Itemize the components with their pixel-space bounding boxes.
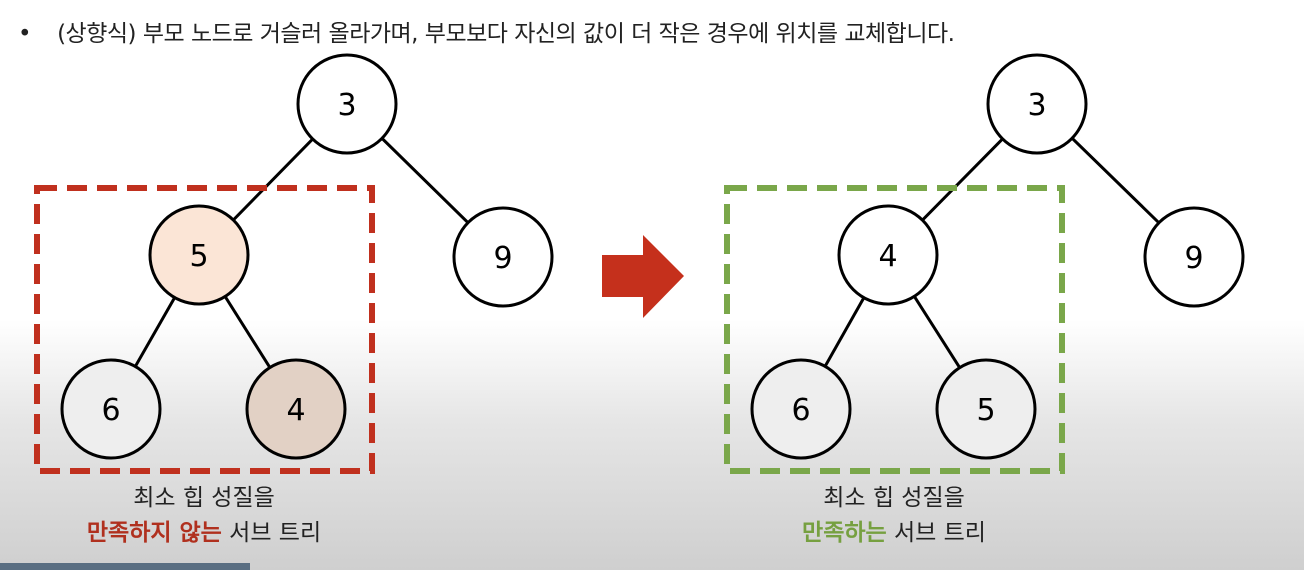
- svg-text:5: 5: [976, 393, 995, 428]
- right-caption: 최소 힙 성질을 만족하는 서브 트리: [802, 485, 986, 546]
- green-dashed-subtree-box: [724, 185, 1065, 474]
- svg-text:9: 9: [1184, 241, 1203, 276]
- red-dashed-subtree-box: [34, 185, 375, 474]
- svg-text:5: 5: [189, 239, 208, 274]
- left-node-root: 3: [296, 53, 398, 155]
- video-progress-bar[interactable]: [0, 563, 250, 570]
- svg-text:6: 6: [791, 393, 810, 428]
- left-node-6: 6: [60, 358, 162, 460]
- left-caption: 최소 힙 성질을 만족하지 않는 서브 트리: [86, 485, 322, 546]
- bullet-text: •(상향식) 부모 노드로 거슬러 올라가며, 부모보다 자신의 값이 더 작은…: [18, 21, 955, 47]
- svg-text:3: 3: [337, 88, 356, 123]
- right-node-5: 5: [935, 358, 1037, 460]
- right-node-6: 6: [750, 358, 852, 460]
- svg-text:4: 4: [878, 239, 897, 274]
- left-node-4: 4: [245, 358, 347, 460]
- left-node-9: 9: [452, 206, 554, 308]
- svg-text:9: 9: [493, 241, 512, 276]
- svg-text:3: 3: [1027, 88, 1046, 123]
- right-node-4: 4: [837, 204, 939, 306]
- right-arrow-icon: [602, 235, 684, 318]
- svg-text:6: 6: [101, 393, 120, 428]
- svg-text:4: 4: [286, 393, 305, 428]
- right-node-9: 9: [1143, 206, 1245, 308]
- right-node-root: 3: [986, 53, 1088, 155]
- left-node-5: 5: [148, 204, 250, 306]
